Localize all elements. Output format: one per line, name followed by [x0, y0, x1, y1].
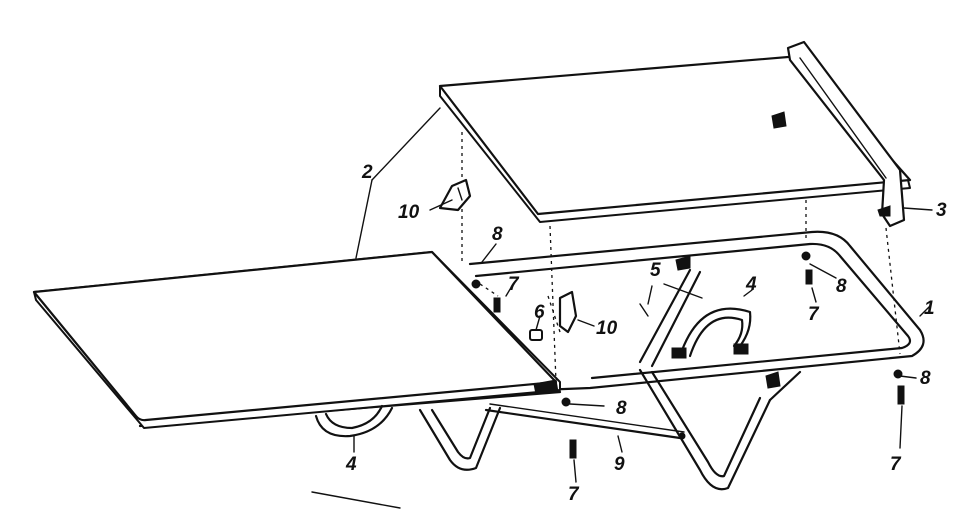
label-part-8b: 8 — [836, 276, 847, 297]
part-labels: 2 3 1 10 8 7 5 4 8 7 6 10 8 8 4 9 7 7 — [345, 162, 947, 505]
label-part-3: 3 — [936, 200, 947, 221]
label-part-10a: 10 — [398, 202, 420, 223]
lower-panel — [32, 250, 561, 429]
label-part-7c: 7 — [568, 484, 580, 505]
upper-panel — [438, 40, 912, 228]
label-part-10b: 10 — [596, 318, 618, 339]
label-part-4b: 4 — [345, 454, 357, 475]
loop-handles — [314, 307, 752, 438]
label-part-1: 1 — [924, 298, 935, 319]
label-part-2: 2 — [361, 162, 373, 183]
label-part-6: 6 — [534, 302, 545, 323]
label-part-4a: 4 — [745, 274, 757, 295]
label-part-8a: 8 — [492, 224, 503, 245]
hardware — [438, 111, 905, 459]
leader-lines — [311, 107, 933, 509]
label-part-7b: 7 — [808, 304, 820, 325]
label-part-9: 9 — [614, 454, 625, 475]
label-part-8c: 8 — [616, 398, 627, 419]
label-part-7a: 7 — [508, 274, 520, 295]
label-part-8d: 8 — [920, 368, 931, 389]
label-part-5: 5 — [650, 260, 661, 281]
label-part-7d: 7 — [890, 454, 902, 475]
